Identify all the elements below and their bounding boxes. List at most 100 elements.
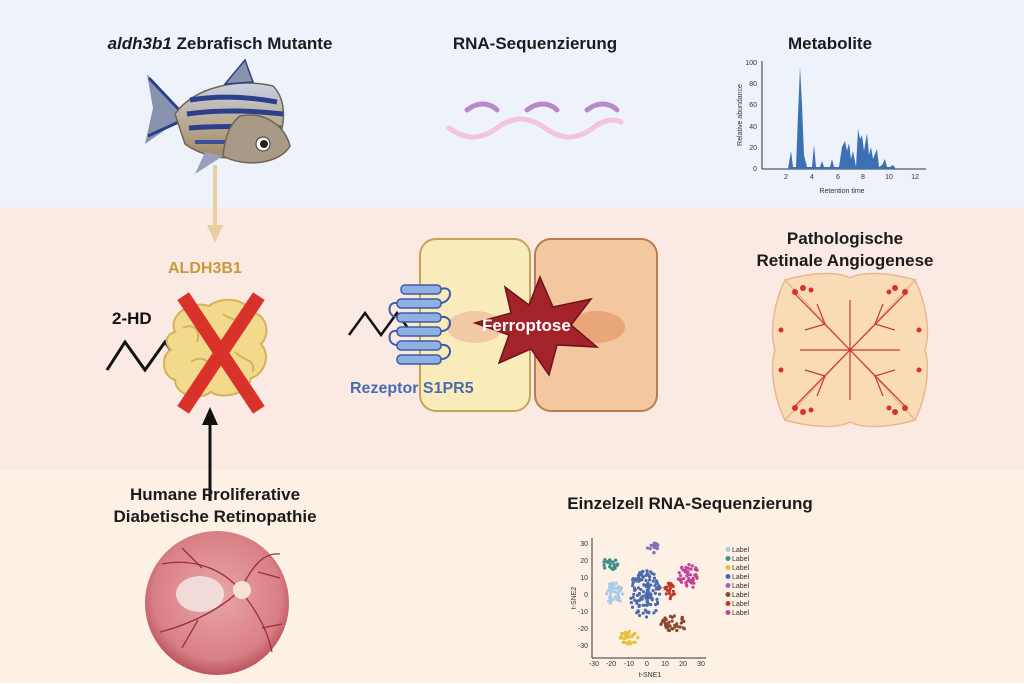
tsne-point bbox=[654, 603, 658, 607]
s1pr5-receptor bbox=[396, 284, 442, 365]
tsne-point bbox=[602, 563, 606, 567]
tsne-point bbox=[606, 559, 611, 563]
tsne-x-tick: 10 bbox=[661, 661, 669, 668]
tsne-y-tick: 30 bbox=[580, 541, 588, 548]
y-tick: 40 bbox=[749, 124, 757, 131]
tsne-point bbox=[603, 558, 607, 562]
tsne-point bbox=[633, 588, 637, 592]
tsne-point bbox=[612, 565, 616, 569]
ferroptosis-burst bbox=[472, 275, 600, 377]
tsne-point bbox=[637, 592, 641, 596]
tsne-x-tick: -20 bbox=[606, 661, 616, 668]
x-axis-label: Retention time bbox=[819, 188, 864, 195]
tsne-point bbox=[642, 590, 646, 594]
tsne-point bbox=[640, 574, 644, 578]
tsne-point bbox=[604, 592, 609, 596]
tsne-point bbox=[641, 569, 645, 573]
human-pdr-title: Humane Proliferative Diabetische Retinop… bbox=[100, 484, 330, 528]
tsne-x-tick: 20 bbox=[679, 661, 687, 668]
tsne-point bbox=[617, 589, 621, 593]
tsne-point bbox=[642, 583, 646, 587]
tsne-point bbox=[677, 571, 681, 575]
tsne-point bbox=[608, 591, 612, 596]
tsne-point bbox=[645, 546, 650, 550]
legend-swatch bbox=[725, 592, 731, 597]
tsne-point bbox=[651, 543, 655, 547]
tsne-point bbox=[650, 598, 654, 602]
tsne-point bbox=[688, 579, 692, 583]
tsne-point bbox=[615, 564, 619, 568]
tsne-point bbox=[628, 642, 633, 646]
tsne-point bbox=[654, 587, 658, 591]
tsne-point bbox=[686, 566, 690, 570]
tsne-point bbox=[639, 588, 643, 592]
tsne-point bbox=[636, 635, 640, 639]
tsne-point bbox=[685, 579, 690, 583]
tsne-point bbox=[658, 592, 662, 596]
legend-swatch bbox=[725, 610, 731, 615]
tsne-point bbox=[667, 620, 671, 624]
human-pdr-title-line2: Diabetische Retinopathie bbox=[113, 507, 317, 526]
legend-label: Label bbox=[732, 574, 750, 581]
tsne-point bbox=[657, 584, 661, 588]
tsne-point bbox=[664, 587, 668, 591]
zebrafish-title-rest: Zebrafisch Mutante bbox=[171, 34, 333, 53]
tsne-point bbox=[609, 599, 613, 603]
tsne-point bbox=[689, 573, 693, 577]
tsne-point bbox=[684, 565, 688, 569]
tsne-point bbox=[645, 588, 649, 592]
tsne-point bbox=[645, 583, 649, 587]
tsne-point bbox=[640, 597, 644, 601]
tsne-point bbox=[655, 600, 660, 604]
tsne-point bbox=[667, 590, 671, 595]
tsne-point bbox=[682, 577, 686, 581]
tsne-point bbox=[663, 623, 668, 627]
legend-swatch bbox=[725, 574, 731, 579]
tsne-point bbox=[675, 628, 679, 633]
tsne-point bbox=[668, 597, 672, 601]
tsne-point bbox=[663, 617, 667, 621]
tsne-point bbox=[632, 640, 636, 644]
tsne-point bbox=[627, 629, 631, 633]
tsne-point bbox=[622, 637, 626, 641]
ferroptosis-label: Ferroptose bbox=[482, 316, 571, 335]
tsne-point bbox=[693, 574, 697, 578]
tsne-point bbox=[633, 598, 637, 602]
tsne-point bbox=[671, 589, 675, 593]
tsne-point bbox=[680, 615, 684, 619]
tsne-point bbox=[621, 592, 625, 596]
legend-label: Label bbox=[732, 583, 750, 590]
tsne-point bbox=[679, 574, 683, 578]
tsne-point bbox=[645, 599, 650, 603]
tsne-point bbox=[691, 581, 695, 585]
retinal-flatmount bbox=[771, 272, 929, 428]
down-arrow bbox=[207, 165, 223, 243]
tsne-point bbox=[684, 570, 688, 574]
tsne-point bbox=[611, 560, 615, 564]
tsne-point bbox=[671, 584, 675, 589]
tsne-x-tick: -10 bbox=[624, 661, 634, 668]
legend-swatch bbox=[725, 601, 731, 606]
x-tick: 6 bbox=[836, 174, 840, 181]
y-tick: 20 bbox=[749, 145, 757, 152]
tsne-point bbox=[608, 582, 612, 586]
metabolite-title: Metabolite bbox=[787, 34, 873, 53]
y-axis-label: Relative abundance bbox=[737, 84, 744, 146]
up-arrow bbox=[202, 407, 218, 501]
x-tick: 2 bbox=[784, 174, 788, 181]
tsne-point bbox=[636, 573, 641, 577]
y-tick: 80 bbox=[749, 81, 757, 88]
tsne-x-tick: -30 bbox=[589, 661, 599, 668]
tsne-point bbox=[655, 547, 659, 551]
tsne-point bbox=[641, 611, 645, 615]
tsne-point bbox=[655, 579, 659, 583]
tsne-point bbox=[622, 632, 626, 636]
tsne-x-tick: 30 bbox=[697, 661, 705, 668]
tsne-point bbox=[644, 578, 648, 583]
tsne-point bbox=[659, 622, 663, 626]
tsne-point bbox=[621, 640, 625, 644]
tsne-point bbox=[620, 631, 624, 635]
tsne-point bbox=[680, 566, 684, 570]
tsne-point bbox=[637, 598, 642, 602]
fundus-image bbox=[145, 531, 289, 675]
